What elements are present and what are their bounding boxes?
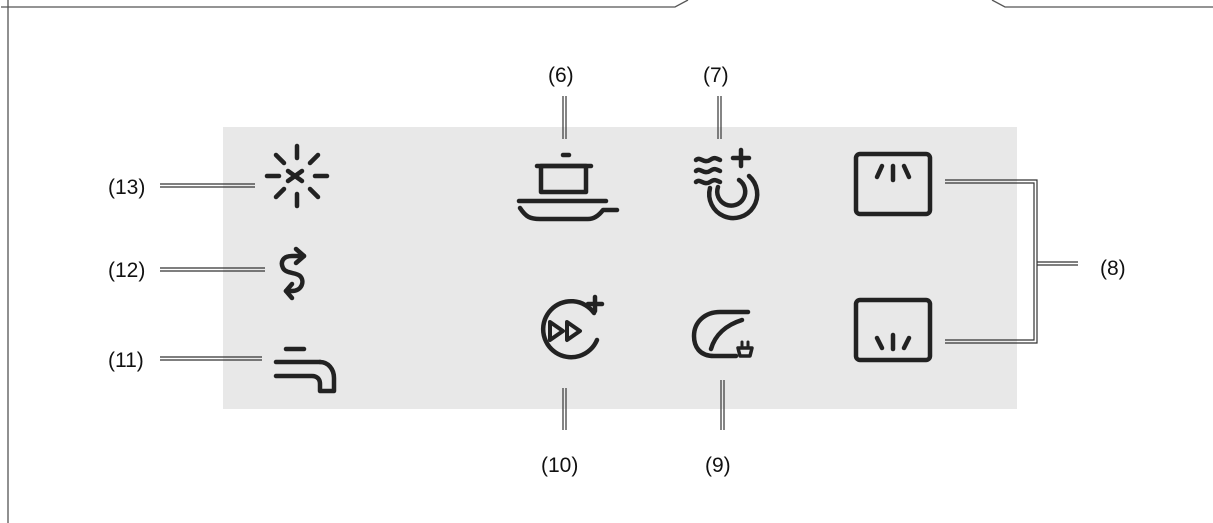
- pot-icon: [516, 152, 620, 222]
- callout-9: (9): [705, 454, 731, 477]
- callout-6: (6): [548, 64, 574, 87]
- display-panel: [223, 127, 1017, 409]
- salt-sparkle-icon: [264, 143, 330, 209]
- faucet-icon: [273, 346, 337, 394]
- eco-leaf-plug-icon: [691, 309, 754, 359]
- callout-10: (10): [541, 454, 578, 477]
- leader-lines: [160, 96, 1078, 430]
- callout-12: (12): [108, 259, 145, 282]
- rinse-aid-arrows-icon: [279, 246, 307, 301]
- callout-13: (13): [108, 176, 145, 199]
- upper-zone-spray-icon: [853, 151, 933, 217]
- steam-plus-icon: [693, 147, 760, 221]
- lower-zone-spray-icon: [853, 297, 933, 363]
- callout-8: (8): [1100, 257, 1126, 280]
- callout-7: (7): [703, 64, 729, 87]
- callout-11: (11): [108, 349, 144, 372]
- fast-forward-plus-icon: [540, 294, 605, 360]
